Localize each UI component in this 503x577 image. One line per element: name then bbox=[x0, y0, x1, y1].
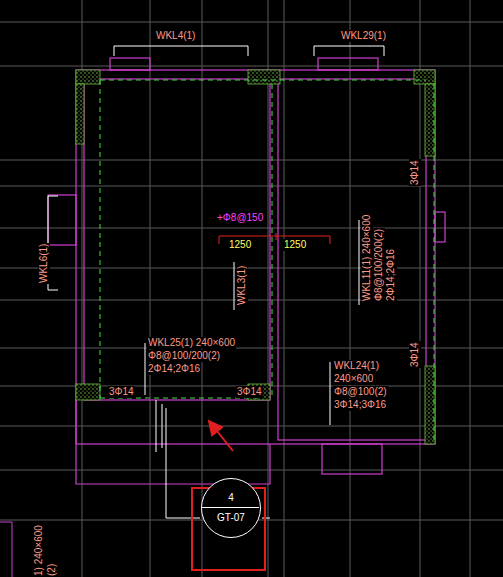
beam-label: WKL25(1) 240×600 bbox=[147, 337, 236, 349]
beam-label: WKL4(1) bbox=[155, 30, 196, 42]
rebar-label: +Φ8@150 bbox=[216, 212, 264, 224]
beam-label: WKL29(1) bbox=[340, 30, 387, 42]
detail-number: 4 bbox=[202, 492, 260, 504]
beam-label: WKL3(1) bbox=[236, 265, 248, 306]
stirrup-label: Φ8@100/200(2) bbox=[147, 350, 221, 362]
drawing-number: GT-07 bbox=[202, 512, 260, 524]
rebar-label: 2Φ14;2Φ16 bbox=[385, 248, 397, 302]
rebar-label: 3Φ14 bbox=[236, 386, 263, 398]
beam-label: WKL6(1) bbox=[38, 243, 50, 284]
stirrup-label: Φ8@100(2) bbox=[333, 386, 388, 398]
rebar-label: 3Φ14 bbox=[409, 341, 421, 368]
beam-label: WKL11(1) 240×600 bbox=[361, 214, 373, 302]
beam-label: 1) 240×600 bbox=[33, 524, 45, 577]
rebar-label: 3Φ14 bbox=[108, 386, 135, 398]
dimension-label: 1250 bbox=[283, 239, 307, 251]
divider-line bbox=[202, 479, 260, 537]
rebar-label: 3Φ14 bbox=[409, 159, 421, 186]
beam-label: WKL24(1) bbox=[333, 360, 380, 372]
dimension-label: 1250 bbox=[228, 239, 252, 251]
stirrup-label: Φ8@100/200(2) bbox=[373, 228, 385, 302]
rebar-label: 3Φ14;3Φ16 bbox=[333, 399, 387, 411]
section-label: 240×600 bbox=[333, 373, 374, 385]
rebar-label: 2Φ14;2Φ16 bbox=[147, 363, 201, 375]
section-symbol: 4GT-07 bbox=[201, 478, 261, 538]
stirrup-label: (2) bbox=[46, 563, 58, 577]
